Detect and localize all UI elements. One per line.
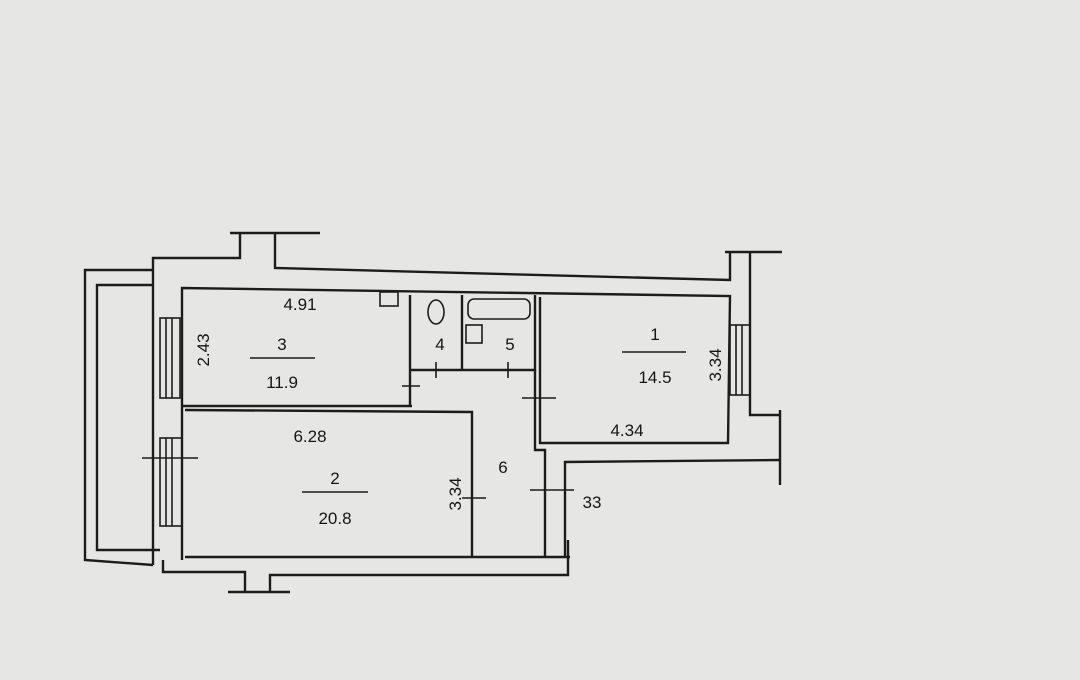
room2-depth: 3.34 [446,477,465,510]
entrance-label: 33 [583,493,602,512]
room1-walls [180,286,732,560]
room1-width: 4.34 [610,421,643,440]
room3-area: 11.9 [266,373,298,392]
left-wall-outer [151,233,242,565]
room3-depth: 2.43 [194,333,213,366]
window-room1 [729,324,751,396]
room2-number: 2 [330,469,339,488]
bottom-wall-outer [161,560,247,592]
room4-number: 4 [435,335,444,354]
right-wall-outer [748,252,780,417]
room1-number: 1 [650,325,659,344]
hall-number: 6 [498,458,507,477]
balcony-inner [95,283,160,552]
balcony-outer [83,268,154,567]
room1-area: 14.5 [638,368,671,387]
walls [83,231,782,594]
washbasin-icon [465,324,483,344]
labels: 4.91 3 11.9 2.43 4 5 1 14.5 3.34 4.34 6.… [194,295,725,528]
bathtub-icon [467,298,531,320]
toilet-icon [427,299,445,325]
room5-number: 5 [505,335,514,354]
window-room2 [142,437,198,527]
wall-2-6 [184,408,474,557]
room1-depth: 3.34 [706,348,725,381]
top-wall-outer [273,233,732,282]
wall-hall-right [533,370,547,557]
bottom-wall-outer-2 [268,540,570,592]
entry-wall [563,458,781,557]
room2-width: 6.28 [293,427,326,446]
room2-area: 20.8 [318,509,351,528]
sink-icon [379,291,399,307]
window-room3 [159,317,181,399]
room3-number: 3 [277,335,286,354]
room3-width: 4.91 [283,295,316,314]
